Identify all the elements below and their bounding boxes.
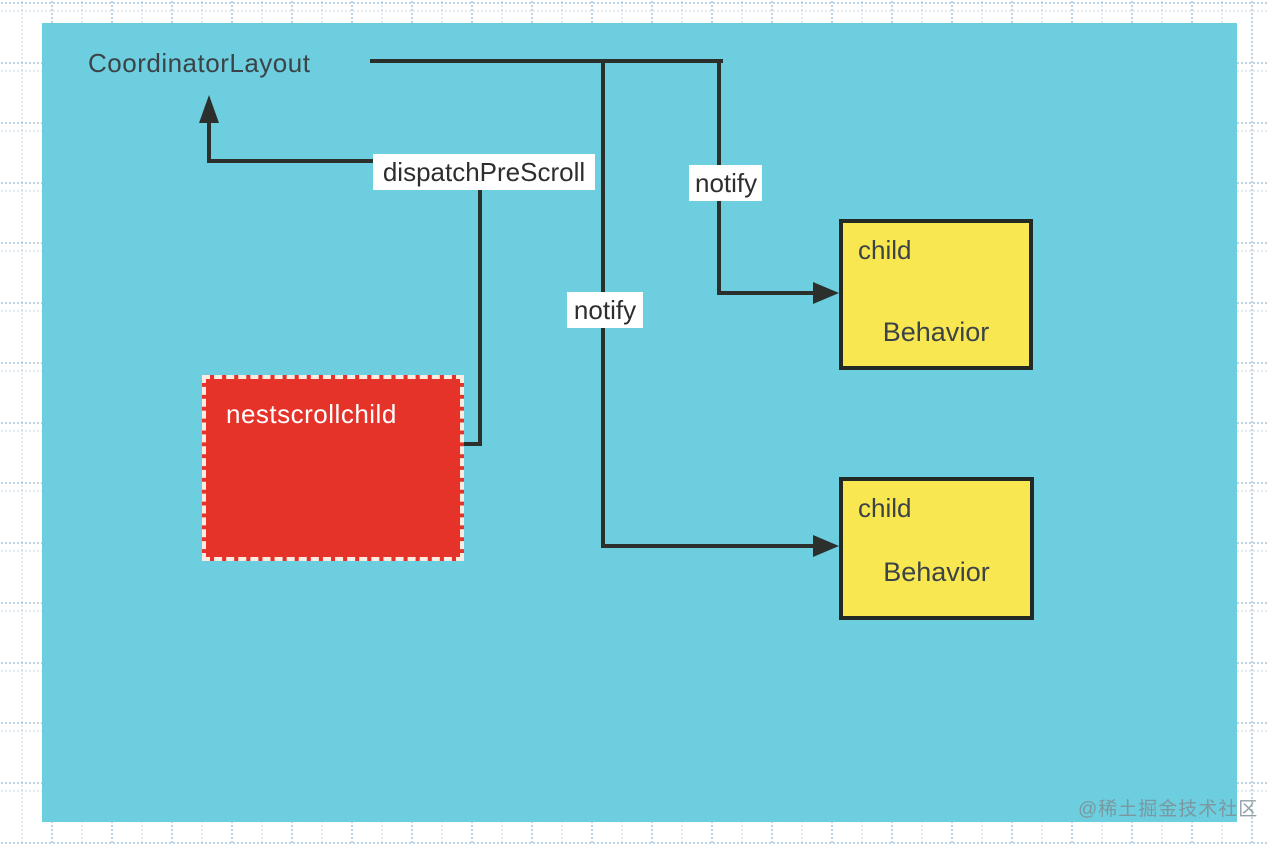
arrowhead-to-behavior-2 xyxy=(813,535,839,557)
notify-label-top: notify xyxy=(689,165,762,201)
behavior-2-behavior-label: Behavior xyxy=(883,557,990,587)
connector-top-horizontal xyxy=(370,59,723,63)
nestscrollchild-node: nestscrollchild xyxy=(202,375,464,561)
arrowhead-to-behavior-1 xyxy=(813,282,839,304)
connector-bottom-horizontal xyxy=(601,544,814,548)
arrowhead-to-coordinator xyxy=(199,95,219,123)
diagram-canvas: CoordinatorLayout dispatchPreScroll noti… xyxy=(42,23,1237,822)
juejin-watermark: @稀土掘金技术社区 xyxy=(1078,799,1259,820)
behavior-node-2: child Behavior xyxy=(839,477,1034,620)
connector-mid-horizontal xyxy=(717,291,814,295)
behavior-node-1: child Behavior xyxy=(839,219,1033,370)
connector-uparrow-vertical xyxy=(207,119,211,163)
nestscrollchild-label: nestscrollchild xyxy=(226,399,397,429)
behavior-1-child-label: child xyxy=(858,235,912,265)
notify-label-mid: notify xyxy=(567,292,643,328)
connector-dispatch-horizontal xyxy=(207,159,480,163)
behavior-1-behavior-label: Behavior xyxy=(882,317,990,347)
dispatch-pre-scroll-label: dispatchPreScroll xyxy=(373,154,595,190)
coordinator-layout-label: CoordinatorLayout xyxy=(88,48,311,78)
behavior-2-child-label: child xyxy=(858,493,912,523)
connector-dispatch-vertical xyxy=(478,190,482,446)
